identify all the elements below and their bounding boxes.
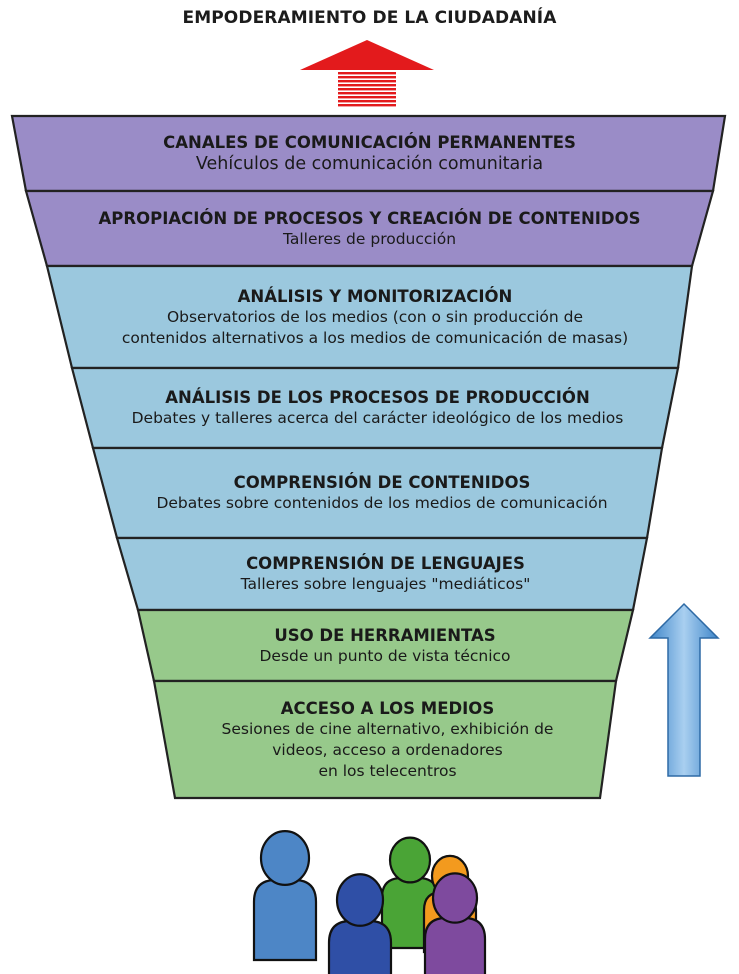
layer-description: Desde un punto de vista técnico [259, 646, 510, 667]
layer-description: Sesiones de cine alternativo, exhibición… [222, 719, 554, 782]
layer-description-line: en los telecentros [318, 761, 457, 780]
layer-title: ANÁLISIS Y MONITORIZACIÓN [237, 286, 513, 306]
funnel-layers [10, 114, 727, 800]
funnel-layer-shape [152, 679, 618, 800]
diagram-title: EMPODERAMIENTO DE LA CIUDADANÍA [182, 8, 557, 28]
layer-description-line: Debates sobre contenidos de los medios d… [156, 494, 608, 512]
layer-description: Observatorios de los medios (con o sin p… [122, 307, 628, 349]
layer-description-line: Talleres de producción [282, 229, 457, 248]
layer-title: COMPRENSIÓN DE CONTENIDOS [233, 473, 531, 492]
layer-description: Vehículos de comunicación comunitaria [196, 153, 543, 176]
layer-description: Talleres de producción [283, 229, 456, 250]
layer-description: Talleres sobre lenguajes "mediáticos" [241, 574, 531, 595]
layer-title: CANALES DE COMUNICACIÓN PERMANENTES [163, 132, 576, 152]
layer-description: Debates sobre contenidos de los medios d… [156, 493, 607, 514]
red-up-arrow-icon [300, 40, 434, 107]
layer-title: ACCESO A LOS MEDIOS [280, 698, 495, 718]
layer-description: Debates y talleres acerca del carácter i… [132, 408, 624, 429]
blue-up-arrow-icon [648, 602, 720, 777]
layer-description-line: Talleres sobre lenguajes "mediáticos" [240, 575, 531, 593]
layer-description-line: Vehículos de comunicación comunitaria [195, 153, 544, 174]
layer-description-line: Desde un punto de vista técnico [259, 646, 511, 665]
layer-description-line: videos, acceso a ordenadores [272, 740, 503, 759]
layer-title: USO DE HERRAMIENTAS [274, 625, 496, 645]
layer-description-line: Sesiones de cine alternativo, exhibición… [221, 719, 554, 738]
funnel-layer: COMPRENSIÓN DE LENGUAJES Talleres sobre l… [142, 540, 629, 608]
layer-title: ANÁLISIS DE LOS PROCESOS DE PRODUCCIÓN [165, 388, 590, 407]
layer-title: COMPRENSIÓN DE LENGUAJES [246, 554, 525, 573]
funnel-layer: ANÁLISIS DE LOS PROCESOS DE PRODUCCIÓN De… [97, 370, 658, 446]
layer-description-line: Observatorios de los medios (con o sin p… [166, 307, 584, 326]
funnel-layer: COMPRENSIÓN DE CONTENIDOS Debates sobre c… [121, 450, 643, 536]
layer-description-line: contenidos alternativos a los medios de … [121, 328, 629, 347]
layer-title: APROPIACIÓN DE PROCESOS Y CREACIÓN DE CO… [98, 208, 641, 228]
funnel-layer: APROPIACIÓN DE PROCESOS Y CREACIÓN DE CO… [51, 193, 688, 264]
layer-description-line: Debates y talleres acerca del carácter i… [131, 409, 624, 427]
people-group-icon [252, 830, 487, 974]
